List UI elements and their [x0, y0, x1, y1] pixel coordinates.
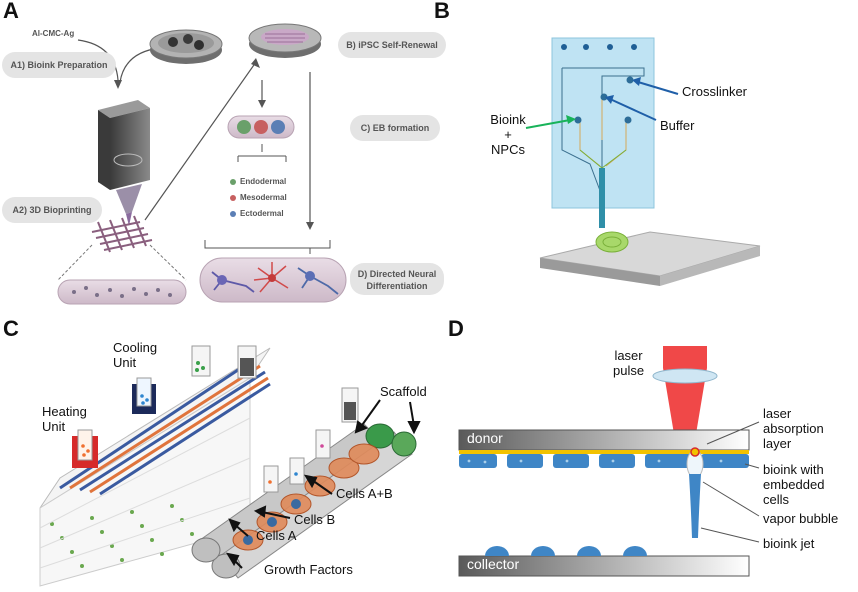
panel-b: B Bioink + NPCs Crosslinker Buffer — [430, 0, 858, 310]
material-label: Al-CMC-Ag — [32, 29, 75, 38]
panel-a: A Al-CMC-Ag A1) Bioink Preparation A2) 3… — [0, 0, 446, 310]
absorption-line1: laser — [763, 406, 792, 421]
laser-line1: laser — [614, 348, 643, 363]
collector-bar — [458, 555, 750, 577]
panel-c-graphics — [39, 345, 421, 587]
petri-dish-bioink — [149, 29, 223, 64]
absorption-layer — [459, 450, 749, 454]
feed-arrowhead — [114, 80, 122, 89]
buffer-label: Buffer — [660, 118, 695, 133]
cells-b-label: Cells B — [294, 512, 336, 527]
panel-c-label: C — [3, 316, 19, 341]
step-3d-bioprinting: A2) 3D Bioprinting — [2, 197, 102, 223]
step-directed-neural-differentiation: D) Directed Neural Differentiation — [350, 263, 444, 295]
crosslinker-arrow — [637, 81, 679, 95]
bioink-arrow — [525, 119, 571, 129]
small-cartridges — [263, 387, 359, 493]
print-platform — [539, 231, 761, 286]
heating-unit-label: Heating Unit — [42, 404, 87, 434]
bioink-cells-label: bioink with embedded cells — [763, 462, 824, 507]
petri-dish-ipsc — [248, 23, 322, 58]
panel-a-label: A — [3, 0, 19, 23]
heating-line2: Unit — [42, 419, 66, 434]
cartridge-heating — [72, 429, 98, 468]
absorption-line2: absorption — [763, 421, 824, 436]
panel-d-graphics — [458, 346, 760, 577]
cooling-line1: Cooling — [113, 340, 158, 355]
step-ipsc-self-renewal: B) iPSC Self-Renewal — [338, 32, 446, 58]
step-neural-line1: D) Directed Neural — [357, 269, 437, 279]
donor-label: donor — [467, 430, 503, 446]
printed-scaffold — [91, 215, 153, 253]
embryoid-body-tube — [227, 115, 295, 139]
absorption-line3: layer — [763, 436, 792, 451]
germ-layer-mesodermal: Mesodermal — [240, 193, 287, 202]
germ-layer-endodermal: Endodermal — [240, 177, 287, 186]
step-neural-line2: Differentiation — [366, 281, 428, 291]
printed-droplets — [485, 546, 647, 556]
laser-beam — [652, 346, 718, 452]
bioink-blocks — [459, 454, 749, 468]
bioink-cells-line1: bioink with — [763, 462, 824, 477]
hot-spot — [690, 447, 700, 457]
neural-tube — [199, 257, 347, 303]
panel-d: D laser pulse donor collector laser abso… — [445, 316, 858, 592]
cells-ab-label: Cells A+B — [336, 486, 393, 501]
bioink-cells-line3: cells — [763, 492, 790, 507]
absorption-layer-label: laser absorption layer — [763, 406, 824, 451]
step-bioink-preparation: A1) Bioink Preparation — [2, 52, 116, 78]
cooling-unit-label: Cooling Unit — [113, 340, 157, 370]
bioink-cells-line2: embedded — [763, 477, 825, 492]
cartridge-cooling — [132, 377, 156, 414]
panel-b-graphics — [525, 37, 761, 286]
bioprinter-cartridge — [98, 100, 150, 226]
bioink-nps-label: Bioink + NPCs — [488, 112, 528, 157]
fiber-tube-small — [57, 279, 187, 305]
scaffold-label: Scaffold — [380, 384, 427, 399]
bioink-line2: NPCs — [491, 142, 525, 157]
germ-layer-dots — [230, 179, 236, 217]
germ-layer-ectodermal: Ectodermal — [240, 209, 284, 218]
microfluidic-chip — [551, 37, 655, 228]
panel-c: C Cooling Unit Heating Unit Scaffold Cel… — [0, 316, 445, 592]
heating-line1: Heating — [42, 404, 87, 419]
cartridge-green — [191, 345, 211, 377]
growth-factors-label: Growth Factors — [264, 562, 353, 577]
bioink-jet-label: bioink jet — [763, 536, 815, 551]
panel-b-label: B — [434, 0, 450, 23]
crosslinker-label: Crosslinker — [682, 84, 748, 99]
laser-line2: pulse — [613, 363, 645, 378]
cooling-line2: Unit — [113, 355, 137, 370]
vapor-bubble-label: vapor bubble — [763, 511, 839, 526]
collector-label: collector — [467, 556, 520, 572]
laser-pulse-label: laser pulse — [613, 348, 644, 378]
bioink-line1: Bioink — [490, 112, 526, 127]
panel-a-graphics — [57, 23, 347, 305]
buffer-arrow — [609, 98, 657, 121]
step-eb-formation: C) EB formation — [350, 115, 440, 141]
cells-a-label: Cells A — [256, 528, 297, 543]
bioink-jet-shape — [689, 474, 701, 538]
cartridge-gray — [237, 345, 257, 379]
panel-d-label: D — [448, 316, 464, 341]
bioink-plus: + — [504, 127, 512, 142]
